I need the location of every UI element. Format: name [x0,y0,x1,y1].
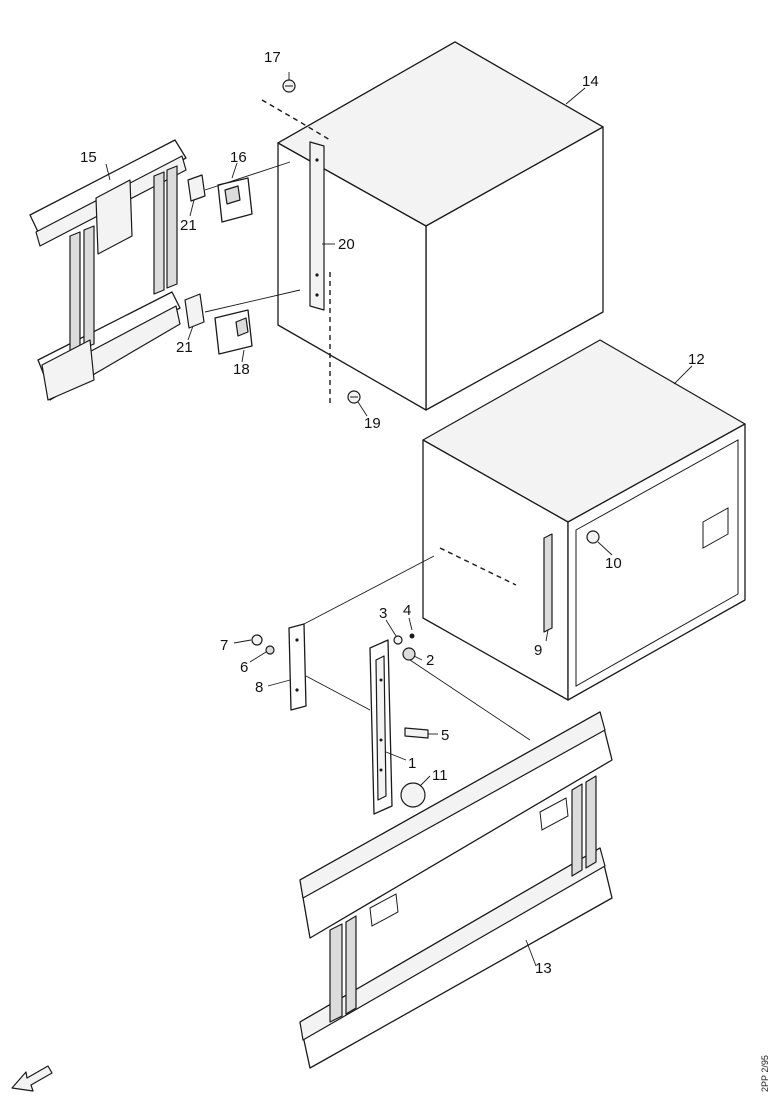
clip-lower [184,293,205,329]
support-frame [29,139,187,401]
lower-cabinet [422,339,746,701]
screw-bottom [347,390,361,404]
mounting-plate [288,623,307,711]
callout-labels: 17 14 15 16 21 20 21 18 19 12 10 9 3 4 2… [80,49,705,977]
callout-11: 11 [432,767,448,784]
callout-17: 17 [264,49,281,66]
callout-16: 16 [230,149,247,166]
upper-cabinet [277,41,604,411]
callout-6: 6 [240,659,248,676]
screw-10 [586,530,600,544]
hinge-arm [369,639,393,815]
front-panel [299,711,613,1069]
callout-13: 13 [535,960,552,977]
knob-11 [400,782,426,808]
callout-12: 12 [688,351,705,368]
callout-20: 20 [338,236,355,253]
mounting-strip [309,141,325,311]
pin-4 [409,633,415,639]
callout-10: 10 [605,555,622,572]
nut-6 [265,645,275,655]
screw-top [282,79,296,93]
callout-7: 7 [220,637,228,654]
callout-15: 15 [80,149,97,166]
callout-9: 9 [534,642,542,659]
callout-4: 4 [403,602,411,619]
washer-7 [251,634,263,646]
hinge-bracket-upper [217,177,253,223]
bolt-5 [404,727,429,739]
callout-5: 5 [441,727,449,744]
callout-19: 19 [364,415,381,432]
callout-14: 14 [582,73,599,90]
hinge-bracket-lower [214,309,253,355]
callout-21-upper: 21 [180,217,197,234]
callout-leaders [105,72,693,967]
clip-upper [187,174,206,202]
direction-arrow-icon [11,1065,53,1092]
callout-21-lower: 21 [176,339,193,356]
figure-code: 2PP 2/95 [760,1055,770,1092]
callout-18: 18 [233,361,250,378]
callout-2: 2 [426,652,434,669]
callout-1: 1 [408,755,416,772]
callout-3: 3 [379,605,387,622]
pivot-2 [402,647,416,661]
pin-3 [393,635,403,645]
callout-8: 8 [255,679,263,696]
